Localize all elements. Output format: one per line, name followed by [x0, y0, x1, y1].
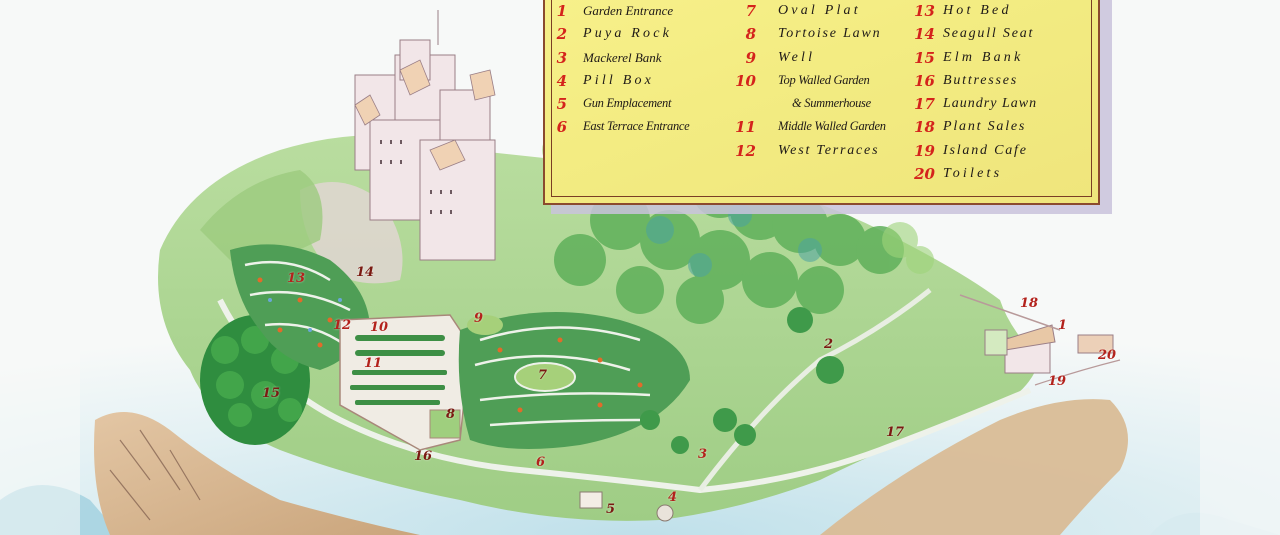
legend-number: 2	[556, 25, 567, 44]
legend-number: 1	[556, 2, 567, 20]
map-marker-9: 9	[474, 311, 484, 326]
castle	[354, 39, 496, 261]
map-marker-20: 20	[1098, 348, 1117, 363]
legend-name: Island Cafe	[943, 142, 1028, 158]
legend-name: Mackerel Bank	[583, 49, 662, 65]
map-marker-8: 8	[446, 407, 456, 422]
legend-name: Well	[778, 49, 816, 65]
legend-number: 3	[556, 48, 567, 67]
legend-name: Middle Walled Garden	[778, 119, 886, 134]
legend-name: Buttresses	[943, 72, 1019, 88]
legend-name: Top Walled Garden	[778, 72, 870, 87]
legend-name: Puya Rock	[583, 26, 673, 42]
map-marker-18: 18	[1020, 296, 1039, 311]
map-marker-14: 14	[356, 265, 375, 280]
legend-number: 14	[914, 25, 935, 44]
legend-name: Elm Bank	[943, 49, 1024, 65]
legend-name: Oval Plat	[778, 3, 861, 18]
legend-number: 9	[745, 48, 756, 67]
map-marker-16: 16	[414, 449, 433, 464]
legend-name: Hot Bed	[943, 3, 1012, 18]
legend-name: Tortoise Lawn	[778, 26, 882, 42]
legend-number: 8	[745, 25, 756, 44]
legend-number: 15	[914, 48, 935, 67]
legend-number: 18	[914, 118, 935, 137]
map-legend: 1 Garden Entrance 2 Puya Rock 3 Mackerel Ba…	[543, 0, 1100, 205]
legend-name: Seagull Seat	[943, 26, 1035, 42]
legend-name: East Terrace Entrance	[583, 119, 690, 134]
map-marker-19: 19	[1048, 374, 1067, 389]
legend-number: 7	[745, 2, 756, 20]
map-marker-7: 7	[538, 368, 548, 383]
legend-number: 6	[556, 118, 567, 137]
legend-number: 4	[556, 71, 567, 90]
rocks-left	[94, 412, 420, 535]
map-marker-5: 5	[606, 502, 616, 517]
legend-number: 5	[556, 95, 567, 114]
legend-number: 13	[914, 2, 935, 20]
map-marker-15: 15	[262, 386, 281, 401]
legend-name: Pill Box	[583, 72, 655, 88]
legend-name: Gun Emplacement	[583, 96, 672, 111]
legend-name: & Summerhouse	[792, 96, 871, 111]
map-marker-13: 13	[287, 271, 306, 286]
legend-number: 11	[735, 118, 756, 137]
map-marker-1: 1	[1058, 318, 1068, 333]
map-marker-17: 17	[886, 425, 905, 440]
oval-plat	[514, 362, 576, 392]
legend-number: 16	[914, 71, 935, 90]
legend-number: 20	[914, 165, 935, 184]
map-marker-2: 2	[824, 337, 834, 352]
legend-inner-border	[551, 0, 1092, 197]
legend-name: West Terraces	[778, 142, 880, 158]
map-marker-4: 4	[668, 490, 678, 505]
rocks-right	[820, 399, 1128, 535]
legend-name: Toilets	[943, 166, 1003, 182]
legend-name: Laundry Lawn	[943, 96, 1038, 112]
legend-number: 12	[735, 141, 756, 160]
map-marker-12: 12	[333, 318, 352, 333]
map-marker-10: 10	[370, 320, 389, 335]
legend-name: Garden Entrance	[583, 3, 674, 18]
legend-number: 19	[914, 141, 935, 160]
legend-number: 17	[914, 95, 935, 114]
map-marker-11: 11	[364, 356, 383, 371]
legend-number: 10	[735, 71, 756, 90]
legend-name: Plant Sales	[943, 119, 1027, 135]
harbour-buildings	[984, 324, 1114, 374]
map-marker-6: 6	[536, 455, 546, 470]
map-marker-3: 3	[698, 447, 708, 462]
